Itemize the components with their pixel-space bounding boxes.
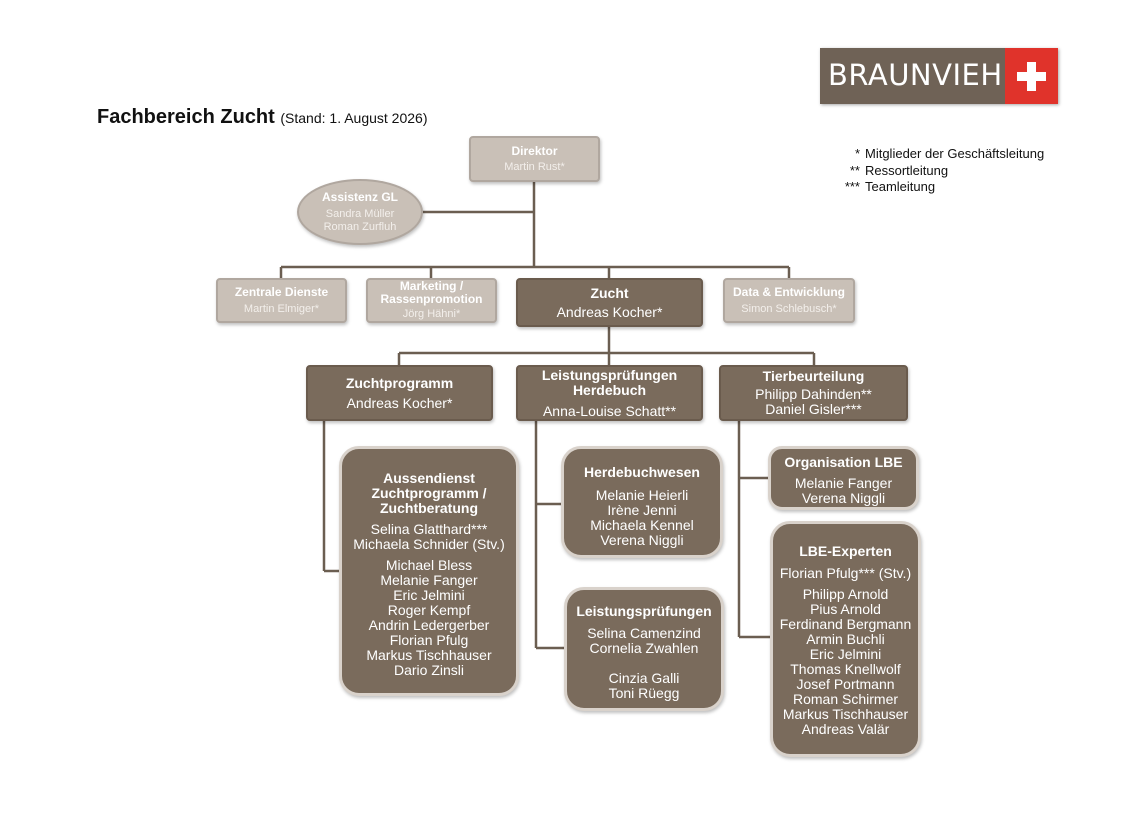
aussendienst-member: Michael Bless: [385, 557, 473, 573]
legend-text: Mitglieder der Geschäftsleitung: [865, 146, 1045, 161]
assistenz-name: Roman Zurfluh: [323, 220, 397, 233]
herdebuchwesen-member: Michaela Kennel: [590, 517, 694, 533]
aussendienst-member: Melanie Fanger: [380, 572, 478, 588]
tierbeurteilung-name: Daniel Gisler***: [765, 401, 862, 417]
tierbeurteilung-title: Tierbeurteilung: [762, 368, 865, 384]
legend-text: Teamleitung: [865, 179, 936, 194]
assistenz-name: Sandra Müller: [325, 207, 395, 220]
logo-text: BRAUNVIEH: [828, 58, 1003, 92]
zentrale-name: Martin Elmiger*: [243, 302, 320, 315]
marketing-title: Marketing /: [399, 279, 464, 293]
marketing-title: Rassenpromotion: [380, 292, 483, 306]
aussendienst-member: Markus Tischhauser: [366, 647, 492, 663]
legend-item: ** Ressortleitung: [838, 163, 1044, 180]
lbe-experten-member: Armin Buchli: [806, 631, 885, 647]
legend-mark: *: [854, 146, 860, 161]
leistungspruefungen-member: Toni Rüegg: [608, 685, 680, 701]
box-organisation-lbe: Organisation LBE Melanie Fanger Verena N…: [768, 446, 919, 510]
lbe-experten-member: Philipp Arnold: [802, 586, 889, 602]
title-date: (Stand: 1. August 2026): [280, 110, 428, 126]
box-aussendienst: Aussendienst Zuchtprogramm / Zuchtberatu…: [339, 446, 519, 696]
data-name: Simon Schlebusch*: [741, 302, 837, 315]
aussendienst-title: Zuchtprogramm /: [371, 485, 487, 501]
lbe-experten-member: Roman Schirmer: [792, 691, 899, 707]
box-tierbeurteilung: Tierbeurteilung Philipp Dahinden** Danie…: [719, 365, 908, 421]
zuchtprogramm-title: Zuchtprogramm: [345, 374, 454, 391]
aussendienst-member: Dario Zinsli: [393, 662, 464, 678]
aussendienst-title: Aussendienst: [383, 470, 475, 486]
aussendienst-member: Roger Kempf: [387, 602, 471, 618]
aussendienst-lead: Selina Glatthard***: [370, 521, 488, 537]
aussendienst-member: Andrin Ledergerber: [368, 617, 490, 633]
legend: * Mitglieder der Geschäftsleitung ** Resso…: [838, 146, 1044, 196]
leistungspruefungen-member: Cinzia Galli: [608, 670, 680, 686]
box-direktor: Direktor Martin Rust*: [469, 136, 600, 182]
tierbeurteilung-name: Philipp Dahinden**: [755, 386, 872, 402]
box-assistenz-gl: Assistenz GL Sandra Müller Roman Zurfluh: [297, 179, 423, 245]
leistungspruefungen-member: Selina Camenzind: [587, 625, 701, 641]
box-marketing: Marketing / Rassenpromotion Jörg Hähni*: [366, 278, 497, 323]
lbe-experten-member: Ferdinand Bergmann: [779, 616, 912, 632]
organisation-lbe-title: Organisation LBE: [784, 454, 903, 470]
lbe-experten-member: Eric Jelmini: [809, 646, 882, 662]
lphb-title: Herdebuch: [572, 381, 647, 398]
aussendienst-member: Eric Jelmini: [393, 587, 465, 603]
legend-text: Ressortleitung: [865, 162, 949, 178]
box-zuchtprogramm: Zuchtprogramm Andreas Kocher*: [306, 365, 493, 421]
direktor-name: Martin Rust*: [504, 160, 565, 173]
direktor-title: Direktor: [511, 143, 558, 158]
box-leistungspruefungen: Leistungsprüfungen Selina Camenzind Corn…: [564, 587, 724, 711]
aussendienst-member: Florian Pfulg: [389, 632, 469, 648]
zucht-title: Zucht: [590, 284, 629, 301]
herdebuchwesen-member: Verena Niggli: [600, 532, 684, 548]
legend-item: *** Teamleitung: [838, 179, 1044, 196]
lbe-experten-member: Pius Arnold: [810, 601, 881, 617]
legend-mark: ***: [844, 179, 860, 194]
lbe-experten-member: Markus Tischhauser: [782, 706, 909, 722]
lphb-name: Anna-Louise Schatt**: [542, 402, 677, 419]
swiss-cross-icon: [1005, 48, 1058, 104]
assistenz-title: Assistenz GL: [321, 189, 399, 204]
aussendienst-lead: Michaela Schnider (Stv.): [353, 536, 505, 552]
leistungspruefungen-title: Leistungsprüfungen: [576, 603, 712, 619]
box-zucht: Zucht Andreas Kocher*: [516, 278, 703, 327]
leistungspruefungen-member: Cornelia Zwahlen: [589, 640, 699, 656]
box-zentrale-dienste: Zentrale Dienste Martin Elmiger*: [216, 278, 347, 323]
zentrale-title: Zentrale Dienste: [234, 284, 329, 299]
box-herdebuchwesen: Herdebuchwesen Melanie Heierli Irène Jen…: [561, 446, 723, 558]
lbe-experten-member: Andreas Valär: [801, 721, 890, 737]
box-lbe-experten: LBE-Experten Florian Pfulg*** (Stv.) Phi…: [770, 521, 921, 757]
lbe-experten-lead: Florian Pfulg*** (Stv.): [779, 565, 912, 581]
title-main: Fachbereich Zucht: [97, 106, 275, 128]
box-data-entwicklung: Data & Entwicklung Simon Schlebusch*: [723, 278, 855, 323]
aussendienst-title: Zuchtberatung: [380, 500, 478, 516]
zuchtprogramm-name: Andreas Kocher*: [346, 394, 453, 411]
herdebuchwesen-title: Herdebuchwesen: [584, 464, 700, 480]
herdebuchwesen-member: Melanie Heierli: [595, 487, 689, 503]
organisation-lbe-member: Verena Niggli: [801, 490, 886, 506]
legend-item: * Mitglieder der Geschäftsleitung: [838, 146, 1044, 163]
lbe-experten-title: LBE-Experten: [799, 543, 892, 559]
legend-mark: **: [849, 162, 860, 178]
lphb-title: Leistungsprüfungen: [541, 366, 678, 383]
data-title: Data & Entwicklung: [732, 284, 845, 299]
organisation-lbe-member: Melanie Fanger: [794, 475, 893, 491]
lbe-experten-member: Thomas Knellwolf: [790, 661, 901, 677]
box-leistungspruefungen-herdebuch: Leistungsprüfungen Herdebuch Anna-Louise…: [516, 365, 703, 421]
herdebuchwesen-member: Irène Jenni: [607, 502, 677, 518]
zucht-name: Andreas Kocher*: [556, 303, 663, 320]
lbe-experten-member: Josef Portmann: [796, 676, 895, 692]
page-title: Fachbereich Zucht (Stand: 1. August 2026…: [97, 106, 427, 129]
marketing-name: Jörg Hähni*: [402, 308, 461, 320]
